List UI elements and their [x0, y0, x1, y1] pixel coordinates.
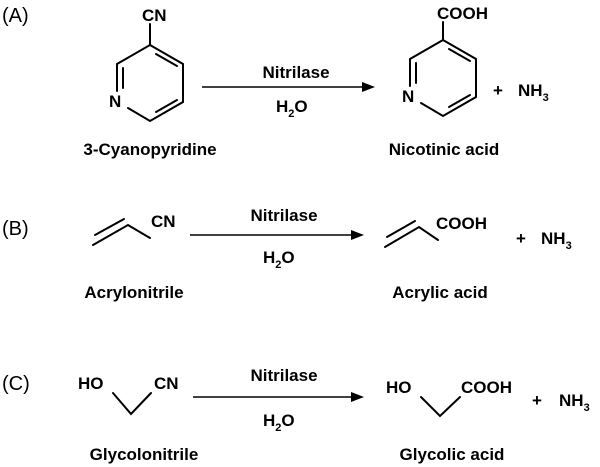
plus-c: +: [532, 391, 542, 410]
enzyme-b-label: Nitrilase: [250, 206, 317, 225]
reaction-arrow-c-head: [351, 392, 364, 402]
panel-b: (B) CN Acrylonitrile Nitrilase H2O COOH …: [2, 206, 572, 302]
nicotinic-ring-double-bonds: [415, 48, 471, 108]
acrylonitrile-cn-label: CN: [151, 212, 176, 231]
enzyme-a-label: Nitrilase: [262, 63, 329, 82]
ammonia-c-label: NH3: [559, 391, 590, 414]
acrylonitrile-structure: CN: [92, 212, 176, 246]
ammonia-a-label: NH3: [518, 81, 549, 104]
reactant-b-name: Acrylonitrile: [84, 283, 183, 302]
panel-c: (C) HO CN Glycolonitrile Nitrilase H2O H…: [2, 366, 590, 464]
cyanopyridine-ring-double-bonds: [122, 53, 178, 113]
3-cyanopyridine-structure: CN N: [109, 6, 184, 123]
glycolonitrile-structure: HO CN: [78, 374, 179, 416]
reactant-c-name: Glycolonitrile: [90, 445, 199, 464]
product-b-name: Acrylic acid: [392, 283, 487, 302]
acrylic-acid-double-bond: [386, 220, 416, 238]
panel-a-label: (A): [2, 5, 29, 27]
cyanopyridine-cn-label: CN: [142, 6, 167, 25]
enzyme-c-label: Nitrilase: [250, 366, 317, 385]
nicotinic-acid-structure: COOH N: [402, 4, 488, 118]
acrylonitrile-bonds: [92, 223, 151, 246]
nicotinic-ring-bonds: [409, 39, 477, 118]
reaction-arrow-a-head: [362, 82, 375, 92]
cyanopyridine-ring-bonds: [116, 44, 184, 123]
glycolonitrile-ho-label: HO: [78, 374, 104, 393]
water-b-label: H2O: [263, 248, 295, 271]
glycolic-acid-ho-label: HO: [386, 378, 412, 397]
reaction-arrow-b-head: [351, 230, 364, 240]
product-c-name: Glycolic acid: [400, 445, 505, 464]
nicotinic-cooh-label: COOH: [437, 4, 488, 23]
panel-a: (A) CN N 3-Cyanopyridine Nitrilase H2O C…: [2, 4, 549, 159]
cyanopyridine-n-label: N: [109, 92, 121, 111]
glycolic-acid-structure: HO COOH: [386, 378, 512, 418]
product-a-name: Nicotinic acid: [389, 140, 500, 159]
plus-b: +: [516, 229, 526, 248]
plus-a: +: [493, 81, 503, 100]
acrylic-acid-structure: COOH: [384, 214, 487, 248]
glycolonitrile-cn-label: CN: [154, 374, 179, 393]
acrylonitrile-double-bond: [94, 218, 125, 236]
panel-c-label: (C): [2, 373, 30, 395]
acrylic-acid-cooh-label: COOH: [436, 214, 487, 233]
water-c-label: H2O: [263, 411, 295, 434]
ammonia-b-label: NH3: [541, 229, 572, 252]
glycolic-acid-bonds: [420, 396, 461, 418]
reactant-a-name: 3-Cyanopyridine: [83, 140, 216, 159]
glycolic-acid-cooh-label: COOH: [461, 378, 512, 397]
water-a-label: H2O: [276, 97, 308, 120]
nicotinic-n-label: N: [402, 87, 414, 106]
glycolonitrile-bonds: [112, 392, 152, 416]
panel-b-label: (B): [2, 218, 29, 240]
acrylic-acid-bonds: [384, 225, 439, 248]
